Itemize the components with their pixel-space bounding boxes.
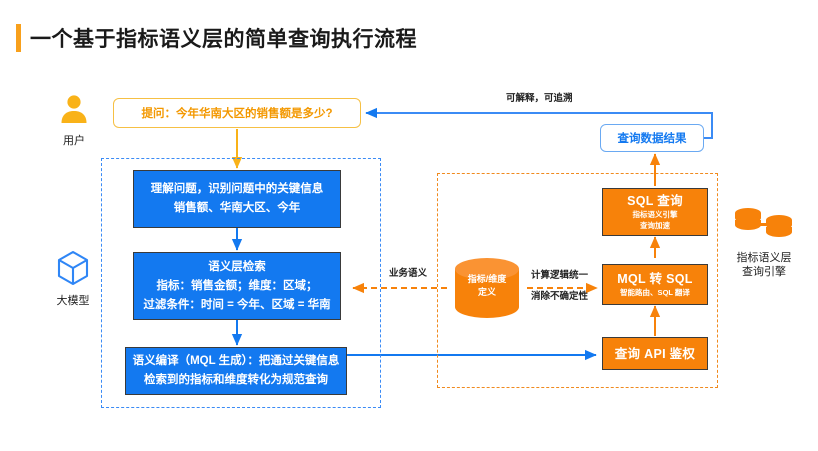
engine-actor: 指标语义层 查询引擎: [712, 205, 816, 279]
llm-step-semantic-retrieval[interactable]: 语义层检索 指标：销售金额；维度：区域； 过滤条件：时间 = 今年、区域 = 华…: [133, 252, 341, 320]
cylinder-icon: [455, 258, 519, 318]
engine-label-line2: 查询引擎: [742, 266, 786, 278]
mql-to-sql-sub1: 智能路由、SQL 翻译: [620, 288, 690, 297]
llm-label: 大模型: [56, 295, 90, 307]
engine-step-query-api-auth[interactable]: 查询 API 鉴权: [602, 337, 708, 370]
user-label: 用户: [63, 135, 85, 147]
result-bubble[interactable]: 查询数据结果: [600, 124, 704, 152]
llm-step-retrieval-line3: 过滤条件：时间 = 今年、区域 = 华南: [143, 298, 331, 311]
sql-query-sub2: 查询加速: [640, 221, 670, 230]
sql-query-title: SQL 查询: [627, 194, 683, 208]
engine-step-sql-query[interactable]: SQL 查询 指标语义引擎 查询加速: [602, 188, 708, 236]
question-bubble[interactable]: 提问：今年华南大区的销售额是多少?: [113, 98, 361, 128]
engine-step-mql-to-sql[interactable]: MQL 转 SQL 智能路由、SQL 翻译: [602, 264, 708, 305]
metric-store-label: 指标/维度 定义: [451, 273, 523, 299]
engine-region: [437, 173, 718, 388]
llm-step-understand-line2: 销售额、华南大区、今年: [173, 202, 301, 214]
llm-step-understand[interactable]: 理解问题，识别问题中的关键信息 销售额、华南大区、今年: [133, 170, 341, 228]
llm-step-understand-line1: 理解问题，识别问题中的关键信息: [150, 183, 324, 195]
title-accent-bar: [16, 24, 21, 52]
database-stack-icon: [735, 208, 792, 237]
llm-step-compile-line2: 检索到的指标和维度转化为规范查询: [144, 374, 328, 386]
edge-label-business-semantics: 业务语义: [389, 268, 428, 279]
llm-step-semantic-compile[interactable]: 语义编译（MQL 生成）：把通过关键信息 检索到的指标和维度转化为规范查询: [125, 347, 347, 395]
engine-label-line1: 指标语义层: [736, 252, 792, 264]
mql-to-sql-title: MQL 转 SQL: [617, 272, 693, 286]
sql-query-sub1: 指标语义引擎: [632, 210, 678, 219]
llm-step-retrieval-title: 语义层检索: [208, 260, 266, 273]
edge-label-calc-unified: 计算逻辑统一: [531, 270, 589, 281]
user-actor: 用户: [47, 92, 101, 148]
edge-label-traceable: 可解释，可追溯: [506, 93, 573, 104]
cube-icon: [57, 250, 89, 286]
metric-store-line1: 指标/维度: [467, 274, 507, 284]
llm-region: [101, 158, 381, 408]
page-title: 一个基于指标语义层的简单查询执行流程: [30, 28, 417, 51]
llm-step-compile-line1: 语义编译（MQL 生成）：把通过关键信息: [132, 355, 340, 367]
query-api-auth-title: 查询 API 鉴权: [614, 346, 696, 361]
user-icon: [61, 95, 87, 123]
llm-step-retrieval-line2: 指标：销售金额；维度：区域；: [156, 279, 318, 292]
edge-label-no-ambiguity: 消除不确定性: [531, 291, 589, 302]
metric-store-line2: 定义: [477, 287, 496, 297]
llm-actor: 大模型: [44, 250, 102, 308]
metric-definition-store[interactable]: 指标/维度 定义: [451, 257, 523, 319]
